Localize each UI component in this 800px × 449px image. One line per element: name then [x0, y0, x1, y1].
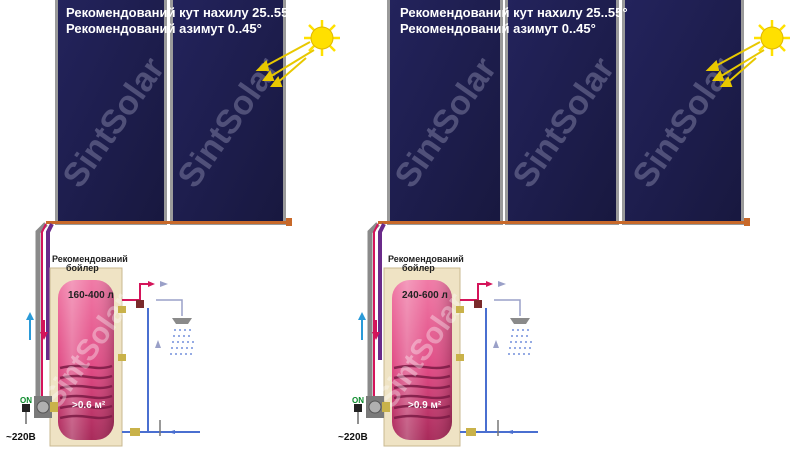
tilt-text: Рекомендований кут нахилу 25..55° [400, 5, 628, 20]
solar-loop-pipes [367, 222, 386, 400]
flow-arrow-down-icon [372, 320, 380, 340]
boiler: 240-600 л >0.9 м² Рекомендований бойлер … [371, 254, 473, 447]
solar-panel-1 [55, 0, 167, 225]
boiler-volume: 160-400 л [68, 290, 114, 301]
solar-panel-3 [622, 0, 744, 225]
pump-station-icon [22, 396, 58, 424]
boiler: 160-400 л >0.6 м² Рекомендований бойлер … [37, 254, 139, 447]
coil-area: >0.9 м² [408, 400, 442, 411]
hot-water-outlet [460, 281, 521, 316]
sun-rays-icon [705, 41, 765, 87]
boiler-label-line2: бойлер [402, 263, 435, 273]
system-left: Рекомендований кут нахилу 25..55° Рекоме… [6, 0, 340, 447]
pump-station-icon [354, 396, 390, 424]
sun-icon [754, 20, 790, 56]
boiler-label-line2: бойлер [66, 263, 99, 273]
sun-icon [304, 20, 340, 56]
azimuth-text: Рекомендований азимут 0..45° [400, 21, 596, 36]
shower-icon [508, 318, 532, 355]
coil-area: >0.6 м² [72, 400, 106, 411]
boiler-volume: 240-600 л [402, 290, 448, 301]
boiler-label-line1: Рекомендований [52, 254, 128, 264]
hot-water-outlet [122, 281, 183, 316]
switch-on-label: ON [352, 396, 364, 405]
boiler-label-line1: Рекомендований [388, 254, 464, 264]
solar-panel-2 [170, 0, 286, 225]
collector-header-pipe [46, 218, 292, 226]
azimuth-text: Рекомендований азимут 0..45° [66, 21, 262, 36]
solar-loop-pipes [35, 222, 54, 400]
collector-header-pipe [378, 218, 750, 226]
flow-arrow-up-icon [26, 312, 34, 340]
cold-water-inlet [122, 308, 200, 436]
solar-panel-2 [505, 0, 619, 225]
shower-icon [170, 318, 194, 355]
cold-water-inlet [460, 308, 538, 436]
voltage-label: ~220В [338, 432, 368, 443]
heat-exchanger-coil [59, 364, 113, 420]
heat-exchanger-coil [393, 364, 451, 420]
flow-arrow-up-icon [358, 312, 366, 340]
sun-rays-icon [255, 41, 315, 87]
tilt-text: Рекомендований кут нахилу 25..55° [66, 5, 294, 20]
solar-panel-1 [387, 0, 503, 225]
switch-on-label: ON [20, 396, 32, 405]
system-right: Рекомендований кут нахилу 25..55° Рекоме… [338, 0, 790, 447]
flow-arrow-down-icon [40, 320, 48, 340]
voltage-label: ~220В [6, 432, 36, 443]
